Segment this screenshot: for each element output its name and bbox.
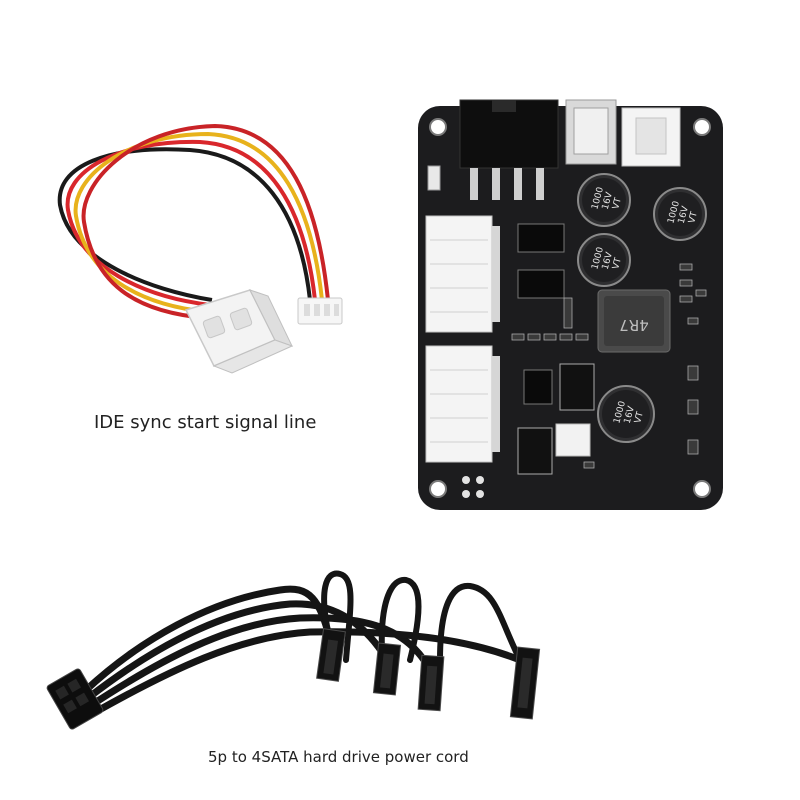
sata-plug <box>316 628 346 682</box>
smd-components <box>511 263 707 469</box>
two-pin-header <box>555 423 591 457</box>
cable-loop <box>378 576 422 663</box>
cable-loop <box>437 582 523 663</box>
cap-label: VT <box>687 210 700 224</box>
capacitor: 1000 16V VT <box>653 187 707 241</box>
ic-chip <box>517 223 565 253</box>
wire-red-1 <box>65 139 317 307</box>
pcie-5pin-connector <box>46 668 104 730</box>
atx-power-connector <box>459 99 559 200</box>
wire-black <box>57 147 312 302</box>
mount-hole <box>693 480 711 498</box>
mount-hole <box>429 118 447 136</box>
inductor-label: 4R7 <box>619 316 649 334</box>
cap-label: VT <box>633 410 646 424</box>
pcb-board: 4R7 1000 16V VT 1000 16V VT 1000 16V VT <box>418 99 723 510</box>
dc-jack <box>565 99 617 165</box>
capacitor: 1000 16V VT <box>597 385 655 443</box>
ic-chip <box>523 369 553 405</box>
cable-loop <box>321 570 354 663</box>
capacitor: 1000 16V VT <box>577 173 631 227</box>
mount-hole <box>693 118 711 136</box>
cap-label: 16V <box>601 250 615 270</box>
mount-hole <box>429 480 447 498</box>
capacitor: 1000 16V VT <box>577 233 631 287</box>
cap-label: VT <box>611 196 624 210</box>
sata-power-cable <box>82 570 524 718</box>
solder-pad <box>462 476 470 484</box>
ide-cable <box>57 123 343 374</box>
sata-plug <box>509 646 541 720</box>
inductor: 4R7 <box>597 289 671 353</box>
ic-chip <box>517 269 565 299</box>
switch <box>427 165 441 191</box>
ide-cable-caption: IDE sync start signal line <box>94 412 317 433</box>
sata-cable-caption: 5p to 4SATA hard drive power cord <box>208 748 469 766</box>
cap-label: VT <box>611 256 624 270</box>
cap-label: 16V <box>677 204 691 224</box>
fan-header <box>621 107 681 167</box>
mosfet <box>559 363 595 411</box>
molex-connector <box>184 289 294 374</box>
sata-connector-2 <box>425 345 500 463</box>
wire-yellow <box>73 131 324 314</box>
cap-label: 16V <box>623 404 637 424</box>
cap-label: 16V <box>601 190 615 210</box>
solder-pad <box>462 490 470 498</box>
sata-connector-1 <box>425 215 500 333</box>
wire-red-2 <box>81 123 330 320</box>
sata-plug <box>372 642 402 696</box>
solder-pad <box>476 476 484 484</box>
small-4pin-connector <box>297 297 343 325</box>
mosfet <box>517 427 553 475</box>
solder-pad <box>476 490 484 498</box>
sata-plug <box>417 654 445 712</box>
cable-strand <box>88 628 524 718</box>
